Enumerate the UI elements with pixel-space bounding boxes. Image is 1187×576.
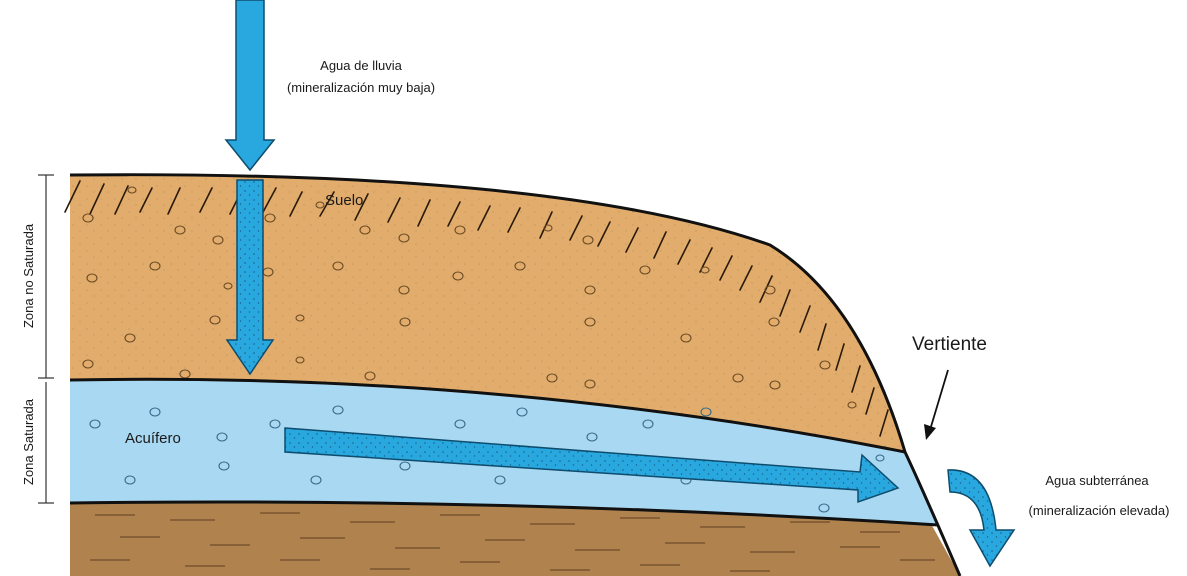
zone-saturated-label: Zona Saturada (21, 398, 36, 485)
groundwater-label-line2: (mineralización elevada) (1029, 503, 1170, 518)
soil-label: Suelo (325, 192, 363, 209)
groundwater-label-line1: Agua subterránea (1045, 473, 1149, 488)
zone-unsaturated-label: Zona no Saturada (21, 223, 36, 328)
zone-brackets (38, 175, 54, 503)
aquifer-label: Acuífero (125, 430, 181, 447)
spring-outflow-arrow-texture (948, 470, 1014, 566)
rain-arrow (226, 0, 274, 170)
spring-label: Vertiente (912, 334, 987, 355)
rain-label-line1: Agua de lluvia (320, 58, 402, 73)
spring-pointer-line (930, 370, 948, 430)
rain-label-line2: (mineralización muy baja) (287, 80, 435, 95)
spring-pointer-head (924, 424, 936, 440)
